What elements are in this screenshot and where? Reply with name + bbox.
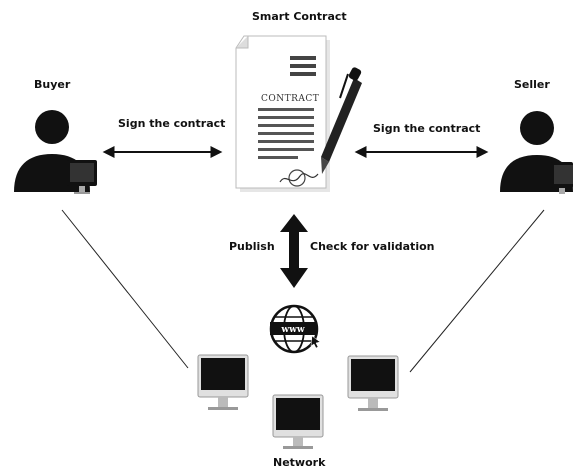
seller-monitor-icon bbox=[551, 162, 573, 194]
seller-network-line bbox=[409, 209, 545, 373]
globe-www-icon: www bbox=[269, 304, 321, 354]
network-monitor-right-icon bbox=[347, 355, 399, 411]
seller-label: Seller bbox=[514, 78, 550, 91]
contract-document-icon: CONTRACT bbox=[235, 35, 330, 192]
network-monitor-left-icon bbox=[197, 354, 249, 410]
right-sign-label: Sign the contract bbox=[373, 122, 481, 135]
double-arrow-icon bbox=[280, 214, 308, 288]
buyer-monitor-icon bbox=[67, 160, 97, 194]
network-monitor-center-icon bbox=[272, 394, 324, 449]
validation-label: Check for validation bbox=[310, 240, 435, 253]
diagram-title: Smart Contract bbox=[252, 10, 347, 23]
network-label: Network bbox=[273, 456, 326, 469]
buyer-network-line bbox=[61, 209, 189, 369]
buyer-label: Buyer bbox=[34, 78, 71, 91]
publish-label: Publish bbox=[229, 240, 275, 253]
pen-icon bbox=[321, 67, 362, 174]
globe-text: www bbox=[280, 325, 304, 335]
left-sign-label: Sign the contract bbox=[118, 117, 226, 130]
contract-heading: CONTRACT bbox=[261, 94, 319, 104]
